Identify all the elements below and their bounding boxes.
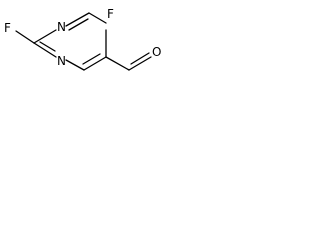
bond-n3-c4 <box>65 12 90 27</box>
bond-f-c2 <box>15 30 35 44</box>
bond-n3-c4-inner <box>68 18 89 31</box>
atom-n-lower: N <box>57 54 66 68</box>
structure-canvas: F N F N O <box>0 0 188 94</box>
atom-f-top: F <box>107 7 114 21</box>
bond-c5-cho <box>105 56 130 71</box>
bond-n1-c2-inner <box>39 41 56 52</box>
bond-c5-c6-inner <box>82 53 101 65</box>
atom-f-left: F <box>4 21 11 35</box>
atom-n-upper: N <box>57 20 66 34</box>
bond-n1-c2 <box>33 42 57 58</box>
bond-cho-o <box>128 56 152 71</box>
atom-o-carbonyl: O <box>152 45 161 59</box>
bond-cho-o-inner <box>130 52 150 65</box>
bond-c2-n3 <box>33 29 57 44</box>
bond-c4-f <box>88 12 107 24</box>
bond-c5-c6 <box>83 56 107 71</box>
pyrimidine-structure: F N F N O <box>4 7 161 71</box>
bond-c6-n1 <box>65 59 85 71</box>
